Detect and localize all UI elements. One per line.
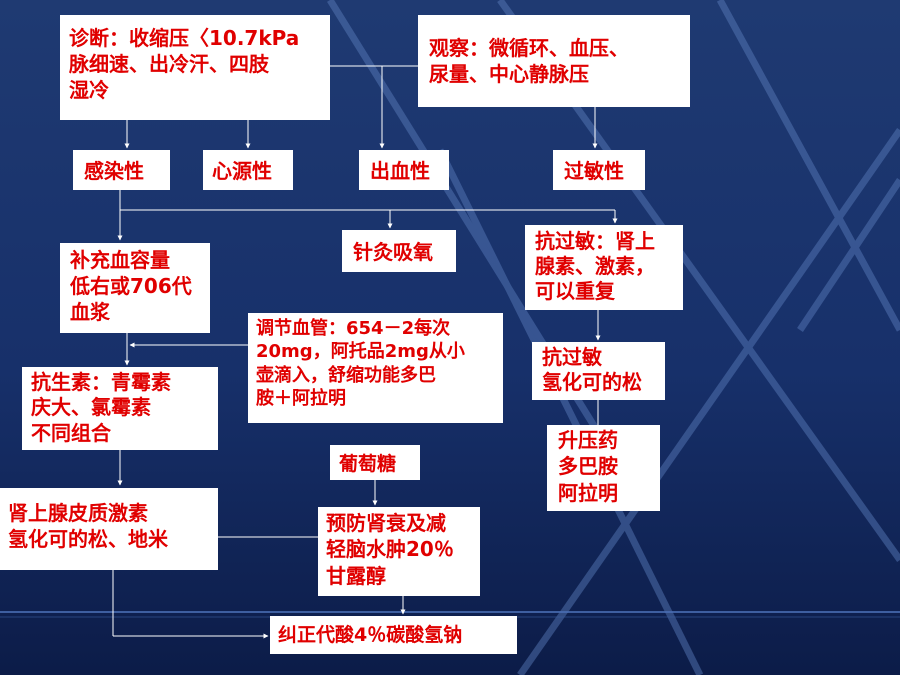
type-cardiogenic-box: 心源性 (203, 150, 293, 190)
pressor-line-2: 多巴胺 (558, 454, 618, 479)
acupuncture-label: 针灸吸氧 (353, 240, 433, 264)
prevent-line-2: 轻脑水肿20％ (326, 537, 454, 562)
type-cardiogenic-label: 心源性 (212, 159, 272, 183)
type-allergic-box: 过敏性 (553, 150, 645, 190)
diagnosis-line-3: 湿冷 (69, 78, 109, 102)
anti-allergy-2-line-1: 抗过敏 (542, 345, 602, 369)
corticoid-line-2: 氢化可的松、地米 (8, 527, 168, 551)
anti-allergy-2-line-2: 氢化可的松 (542, 370, 642, 394)
observe-line-1: 观察：微循环、血压、 (429, 36, 629, 60)
antibiotics-line-3: 不同组合 (31, 420, 111, 445)
diagnosis-line-1: 诊断：收缩压〈10.7kPa (69, 26, 300, 50)
observe-box: 观察：微循环、血压、 尿量、中心静脉压 (418, 15, 690, 107)
anti-allergy-box: 抗过敏：肾上 腺素、激素， 可以重复 (525, 225, 683, 310)
prevent-box: 预防肾衰及减 轻脑水肿20％ 甘露醇 (318, 507, 480, 596)
anti-allergy-2-box: 抗过敏 氢化可的松 (532, 342, 665, 400)
diagnosis-line-2: 脉细速、出冷汗、四肢 (69, 52, 269, 76)
vascular-line-2: 20mg，阿托品2mg从小 (256, 341, 465, 363)
type-allergic-label: 过敏性 (564, 159, 624, 183)
volume-line-1: 补充血容量 (70, 248, 170, 272)
glucose-label: 葡萄糖 (339, 453, 397, 475)
acidosis-box: 纠正代酸4％碳酸氢钠 (270, 616, 517, 654)
antibiotics-line-1: 抗生素：青霉素 (31, 370, 171, 394)
corticoid-line-1: 肾上腺皮质激素 (8, 501, 148, 525)
anti-allergy-line-2: 腺素、激素， (535, 254, 655, 278)
corticoid-box: 肾上腺皮质激素 氢化可的松、地米 (0, 488, 218, 570)
acupuncture-box: 针灸吸氧 (342, 230, 456, 272)
antibiotics-line-2: 庆大、氯霉素 (31, 395, 151, 420)
volume-line-3: 血浆 (70, 300, 110, 324)
anti-allergy-line-3: 可以重复 (535, 279, 615, 303)
type-infection-label: 感染性 (84, 159, 144, 183)
glucose-box: 葡萄糖 (330, 445, 420, 480)
vascular-line-4: 胺＋阿拉明 (256, 388, 346, 410)
acidosis-label: 纠正代酸4％碳酸氢钠 (278, 624, 463, 646)
type-infection-box: 感染性 (73, 150, 170, 190)
prevent-line-3: 甘露醇 (326, 563, 386, 588)
vascular-box: 调节血管：654－2每次 20mg，阿托品2mg从小 壶滴入，舒缩功能多巴 胺＋… (248, 313, 503, 423)
pressor-line-3: 阿拉明 (558, 480, 618, 505)
antibiotics-box: 抗生素：青霉素 庆大、氯霉素 不同组合 (22, 367, 218, 450)
pressor-line-1: 升压药 (558, 428, 618, 452)
vascular-line-1: 调节血管：654－2每次 (256, 318, 451, 339)
diagnosis-box: 诊断：收缩压〈10.7kPa 脉细速、出冷汗、四肢 湿冷 (60, 15, 330, 120)
prevent-line-1: 预防肾衰及减 (326, 511, 446, 535)
observe-line-2: 尿量、中心静脉压 (429, 62, 589, 86)
type-hemorrhagic-box: 出血性 (359, 150, 449, 190)
type-hemorrhagic-label: 出血性 (370, 159, 430, 183)
volume-box: 补充血容量 低右或706代 血浆 (60, 243, 210, 333)
pressor-box: 升压药 多巴胺 阿拉明 (547, 425, 660, 511)
anti-allergy-line-1: 抗过敏：肾上 (535, 229, 655, 253)
vascular-line-3: 壶滴入，舒缩功能多巴 (256, 364, 436, 386)
volume-line-2: 低右或706代 (70, 274, 192, 298)
